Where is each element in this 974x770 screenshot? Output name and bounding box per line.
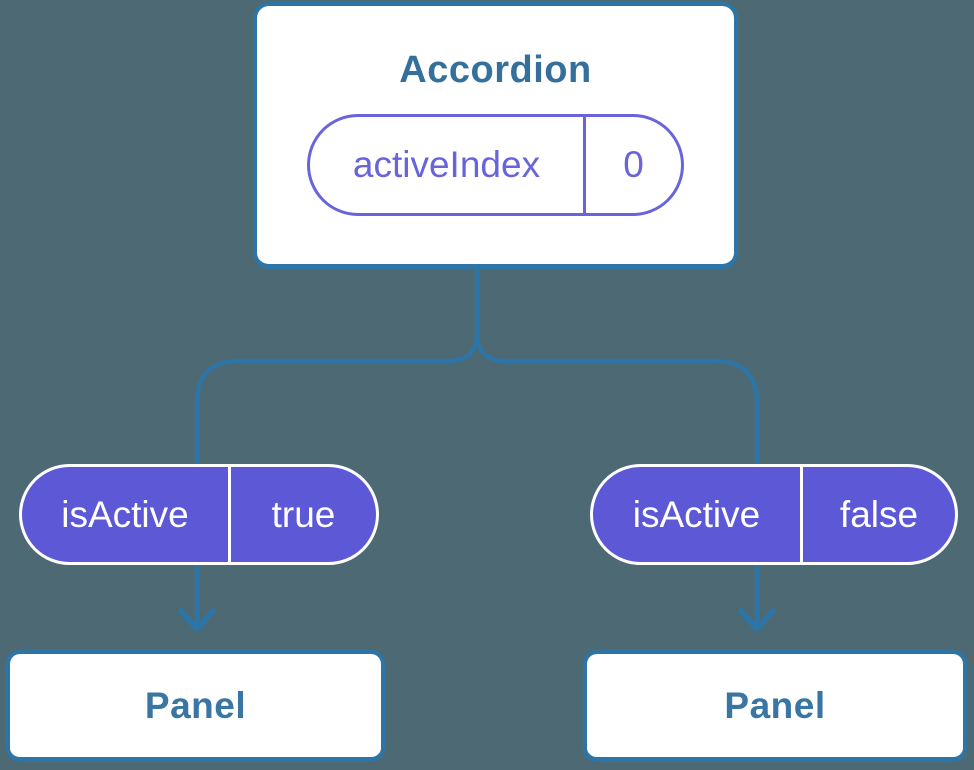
arrowhead-right-icon [738, 608, 776, 632]
pill-divider [800, 467, 803, 562]
component-card-panel-left: Panel [6, 650, 385, 762]
prop-name: isActive [61, 493, 189, 535]
state-name: activeIndex [352, 144, 541, 185]
component-title: Panel [144, 684, 247, 726]
pill-divider [228, 467, 231, 562]
component-card-panel-right: Panel [583, 650, 967, 762]
prop-pill-isactive-false: isActive false [590, 464, 958, 565]
component-title: Accordion [399, 49, 592, 91]
prop-value: true [271, 493, 336, 535]
connector-branch-right [474, 332, 760, 627]
state-pill-activeindex: activeIndex 0 [307, 114, 684, 216]
connector-branch-left [194, 332, 480, 627]
arrowhead-left-icon [178, 608, 216, 632]
state-value: 0 [623, 144, 644, 185]
component-card-accordion: Accordion activeIndex 0 [253, 2, 738, 269]
prop-pill-isactive-true: isActive true [19, 464, 379, 565]
prop-value: false [839, 493, 919, 535]
pill-divider [583, 117, 586, 213]
component-title: Panel [724, 684, 826, 726]
prop-name: isActive [632, 493, 761, 535]
